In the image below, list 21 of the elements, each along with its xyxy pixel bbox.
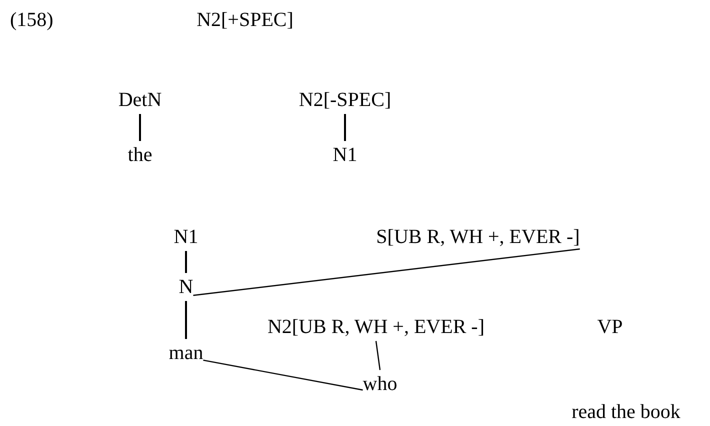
tree-node-label: man [168,341,204,365]
tree-node-label: N2[-SPEC] [298,88,392,112]
tree-node-label: the [128,143,152,167]
example-number: (158) [10,8,54,32]
tree-node-label: N1 [332,143,358,167]
tree-node-label: who [362,372,398,396]
tree-branch [185,251,187,273]
tree-node-label: N [178,275,194,299]
tree-branch [139,114,141,141]
tree-branch [344,114,346,141]
tree-branch [375,340,381,370]
tree-branch [185,301,187,339]
tree-node-label: N2[+SPEC] [196,8,294,32]
tree-node-label: DetN [118,88,162,112]
tree-node-label: VP [597,315,623,339]
tree-branch [193,248,580,296]
tree-node-label: N2[UB R, WH +, EVER -] [268,315,484,339]
tree-node-label: N1 [174,225,198,249]
tree-node-label: S[UB R, WH +, EVER -] [376,225,580,249]
tree-node-label: read the book [572,400,680,424]
tree-branch [203,360,363,391]
